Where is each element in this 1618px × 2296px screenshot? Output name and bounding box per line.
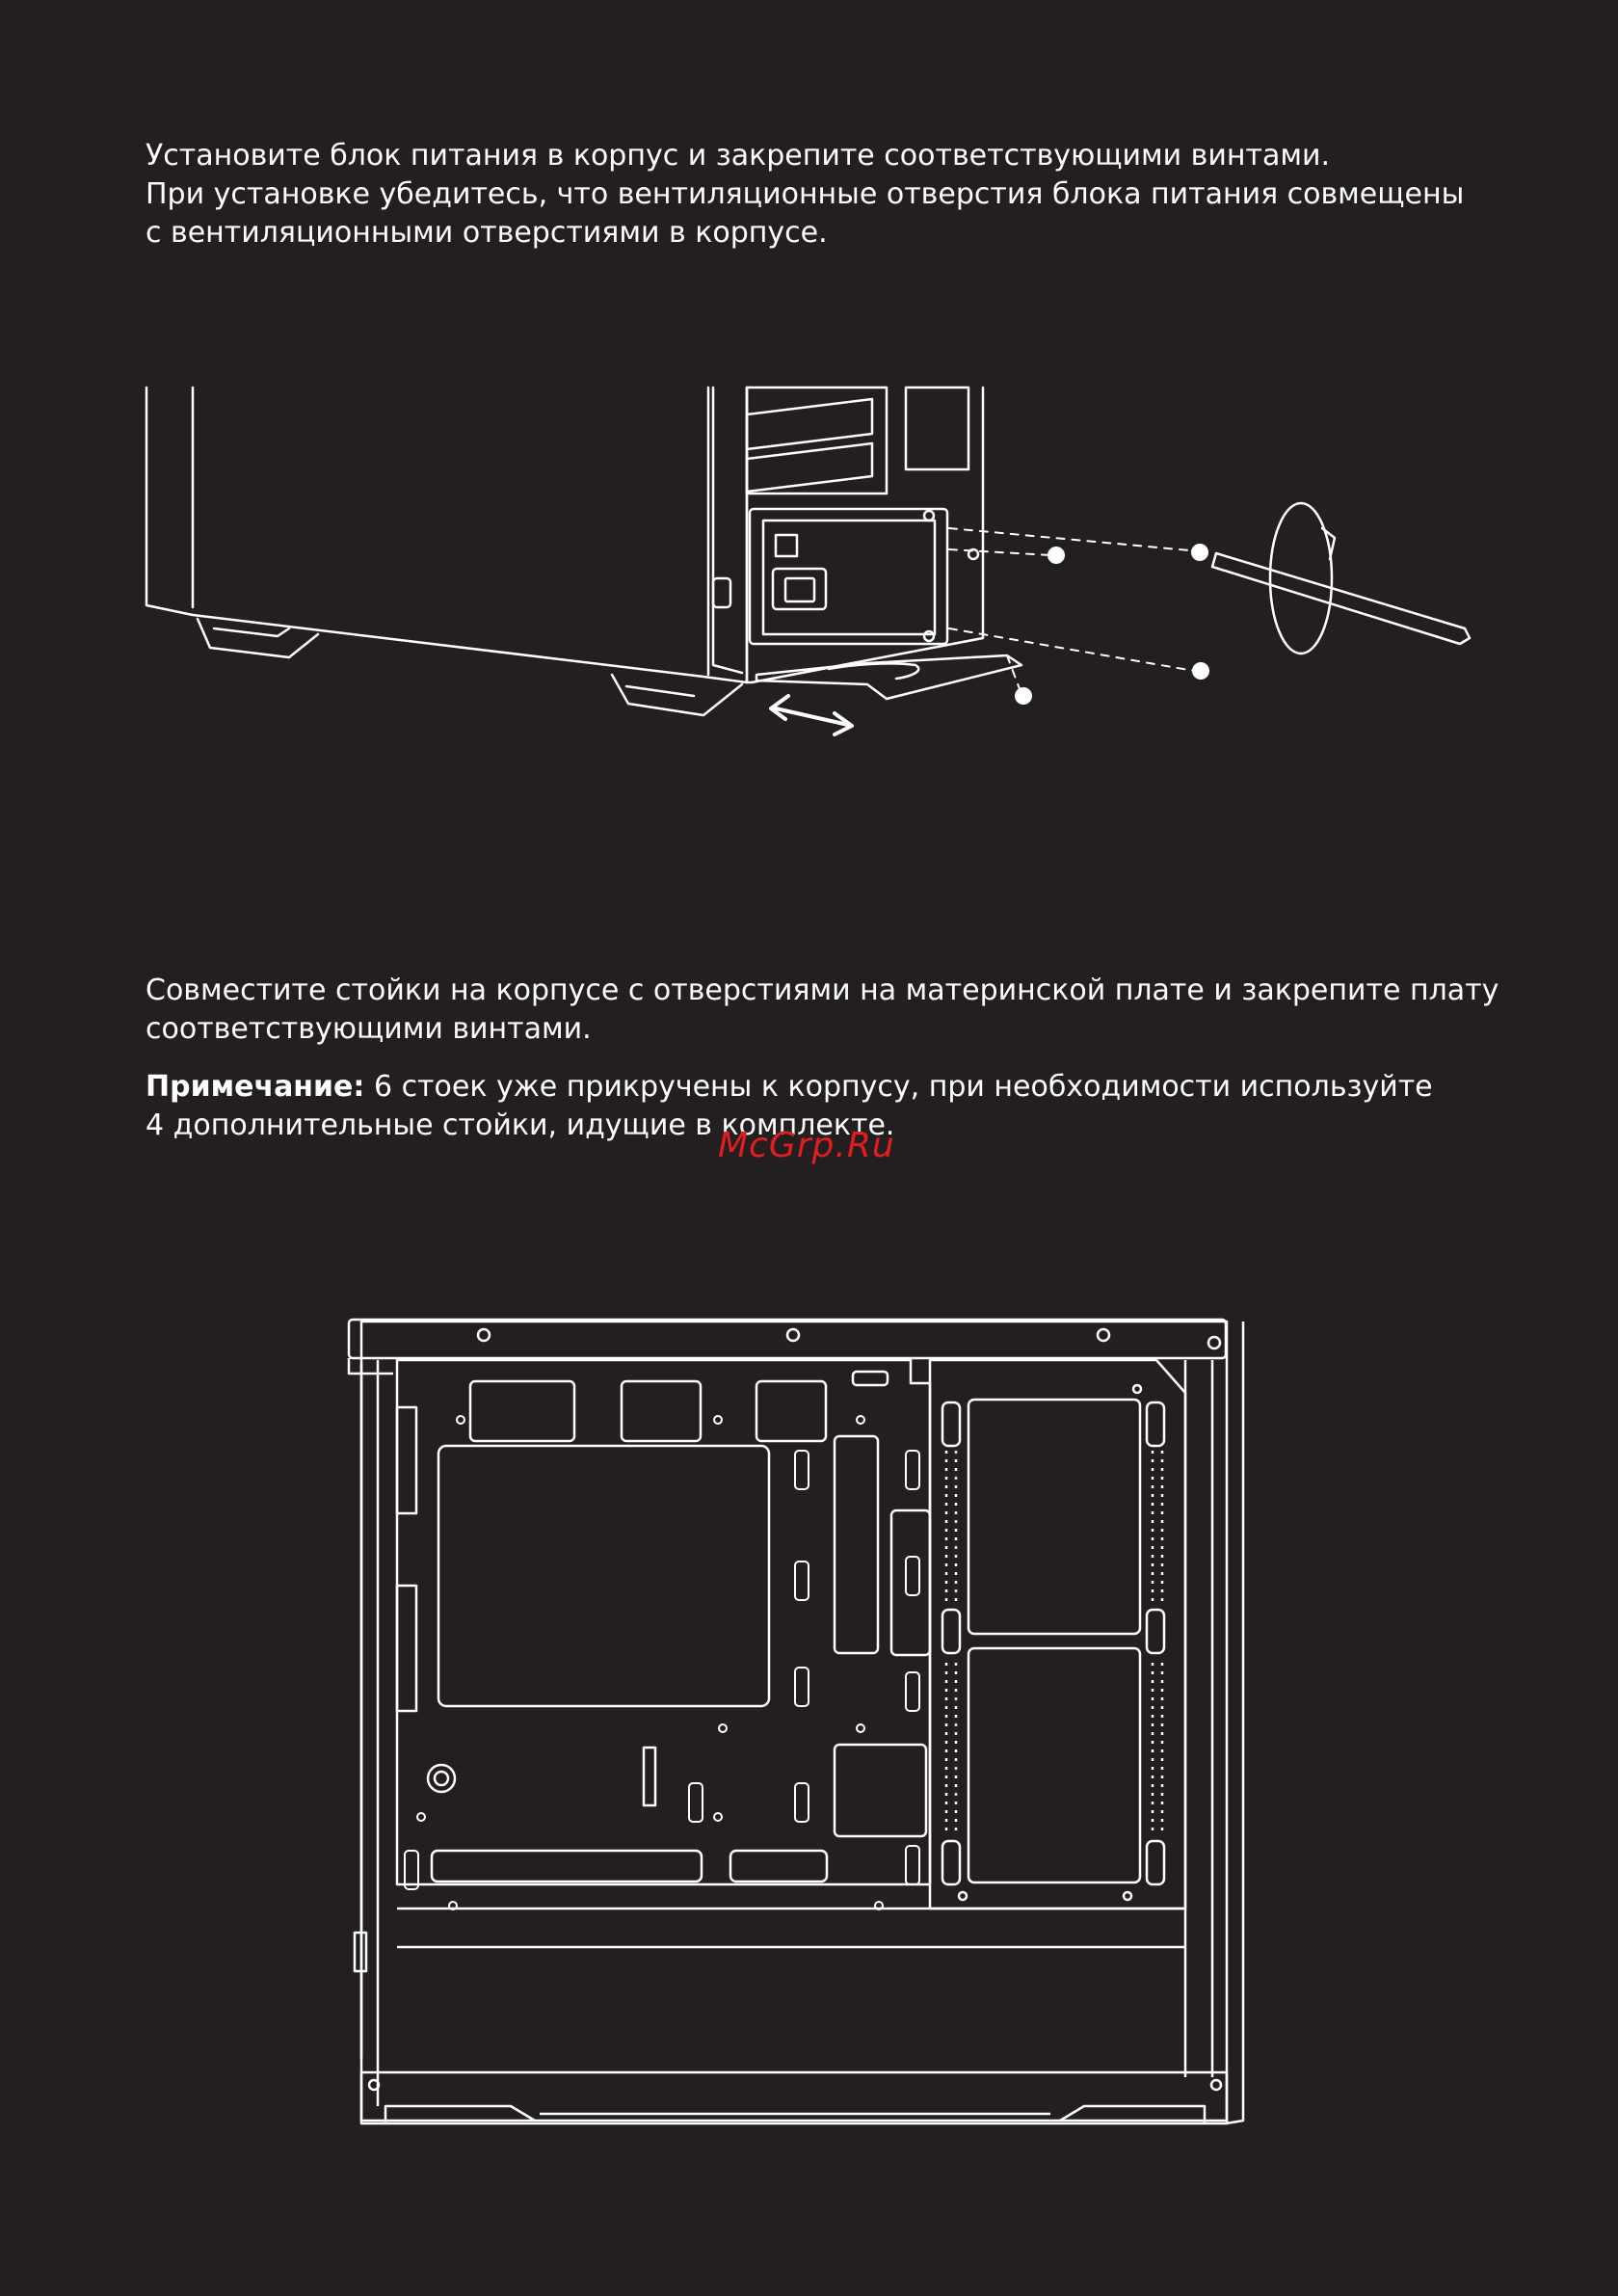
note-label: Примечание: bbox=[146, 1070, 365, 1104]
mount-holes bbox=[416, 1415, 884, 1910]
screwdriver-drawing bbox=[1210, 501, 1472, 655]
screws bbox=[1015, 544, 1209, 705]
psu-shroud-drawing bbox=[397, 1907, 1185, 1949]
psu-installation-figure bbox=[0, 376, 1618, 742]
note-text-1: 6 стоек уже прикручены к корпусу, при не… bbox=[364, 1070, 1433, 1104]
motherboard-instruction-line-1: Совместите стойки на корпусе с отверстия… bbox=[146, 974, 1499, 1007]
note: Примечание: 6 стоек уже прикручены к кор… bbox=[146, 1068, 1433, 1145]
case-frame-drawing bbox=[347, 1318, 1245, 2125]
psu-instruction: Установите блок питания в корпус и закре… bbox=[146, 137, 1464, 253]
drive-cage-drawing bbox=[928, 1358, 1187, 1910]
motherboard-instruction: Совместите стойки на корпусе с отверстия… bbox=[146, 972, 1499, 1049]
screw-guide-lines bbox=[948, 527, 1201, 695]
note-line-2: 4 дополнительные стойки, идущие в компле… bbox=[146, 1108, 895, 1142]
motherboard-tray-drawing bbox=[395, 1358, 932, 1886]
standoff-slots bbox=[404, 1450, 920, 1890]
psu-instruction-line-1: Установите блок питания в корпус и закре… bbox=[146, 139, 1330, 173]
motherboard-instruction-line-2: соответствующими винтами. bbox=[146, 1012, 592, 1046]
case-body-drawing bbox=[145, 386, 1023, 717]
psu-instruction-line-2: При установке убедитесь, что вентиляцион… bbox=[146, 177, 1465, 211]
motherboard-tray-figure bbox=[0, 1306, 1618, 2154]
slide-arrow bbox=[769, 694, 854, 736]
watermark: McGrp.Ru bbox=[718, 1126, 895, 1165]
note-line-1: Примечание: 6 стоек уже прикручены к кор… bbox=[146, 1068, 1433, 1107]
psu-instruction-line-3: с вентиляционными отверстиями в корпусе. bbox=[146, 216, 828, 250]
